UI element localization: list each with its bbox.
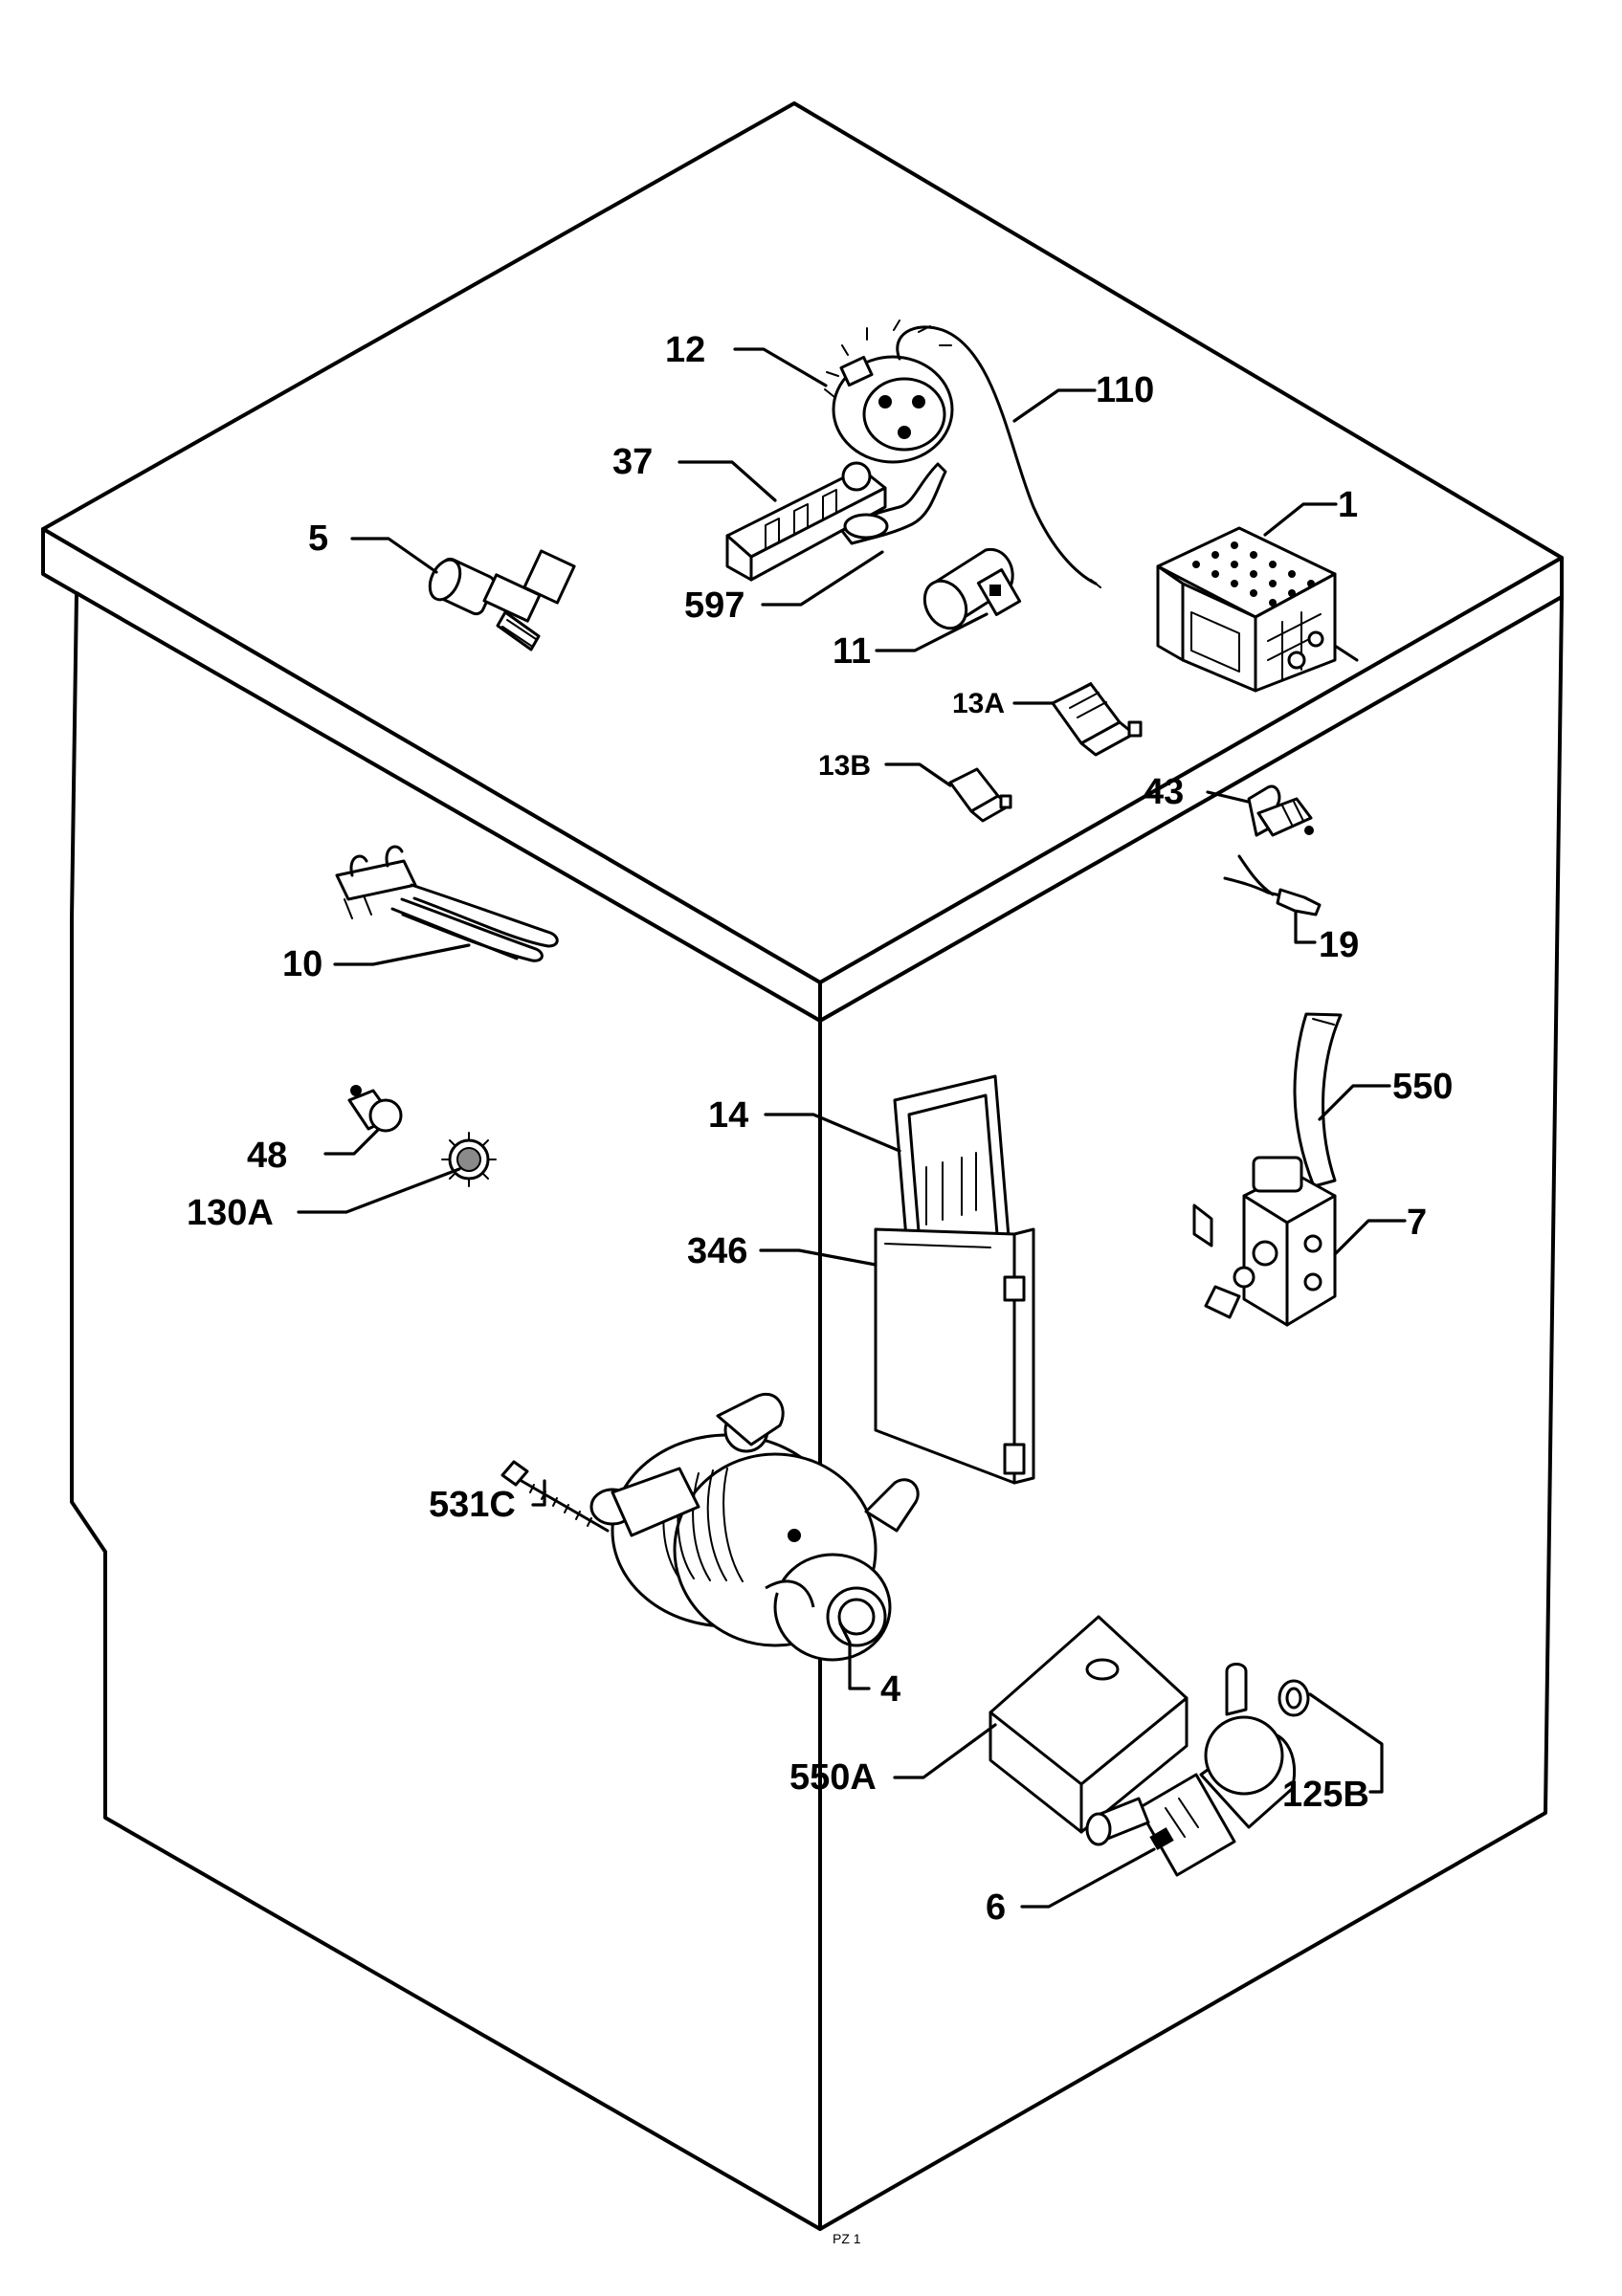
part-14-circuit-card — [893, 1074, 1011, 1274]
callout-12: 12 — [665, 330, 705, 370]
callout-11: 11 — [833, 631, 871, 672]
callout-13b: 13B — [818, 750, 871, 782]
cabinet-outline — [41, 101, 1564, 2231]
callout-550: 550 — [1392, 1067, 1453, 1107]
callout-37: 37 — [612, 442, 653, 482]
corner-mark: PZ 1 — [833, 2231, 861, 2246]
part-19-wire-probe — [1223, 854, 1322, 916]
part-531c-bolt — [500, 1460, 610, 1533]
callout-19: 19 — [1319, 925, 1359, 965]
part-5-pressure-switch — [428, 549, 576, 651]
part-550a-pad — [989, 1615, 1189, 1834]
callout-130a: 130A — [187, 1193, 274, 1233]
part-13b-connector — [948, 767, 1012, 823]
part-346-housing — [874, 1227, 1035, 1485]
callout-6: 6 — [986, 1888, 1006, 1928]
callout-1: 1 — [1338, 485, 1358, 525]
part-12-timer-gear — [824, 320, 954, 464]
callout-48: 48 — [247, 1136, 287, 1176]
part-11-capacitor — [922, 547, 1022, 630]
callout-14: 14 — [708, 1095, 748, 1136]
callout-10: 10 — [282, 944, 322, 984]
part-130a-knob — [441, 1132, 497, 1187]
part-1-programmer-module — [1156, 526, 1359, 693]
callout-125b: 125B — [1282, 1775, 1369, 1815]
part-10-heating-element — [335, 845, 559, 962]
callout-5: 5 — [308, 519, 328, 559]
callout-13a: 13A — [952, 688, 1005, 719]
part-125b-o-ring — [1278, 1679, 1310, 1717]
part-4-motor — [589, 1392, 920, 1662]
callout-43: 43 — [1144, 772, 1184, 812]
part-6-drain-pump — [1085, 1663, 1297, 1877]
part-110-cable — [896, 325, 1101, 588]
part-7-valve-block — [1192, 1156, 1337, 1327]
callout-4: 4 — [880, 1669, 900, 1710]
callout-550a: 550A — [789, 1757, 877, 1798]
part-43-door-interlock — [1247, 784, 1314, 837]
callout-110: 110 — [1096, 370, 1154, 410]
callout-labels: 12 110 37 1 5 597 11 13A 13B 43 19 10 55… — [187, 330, 1453, 2246]
part-597-bracket — [840, 462, 947, 545]
callout-531c: 531C — [429, 1485, 516, 1525]
part-13a-connector — [1051, 682, 1143, 757]
leader-lines — [297, 347, 1407, 1909]
callout-597: 597 — [684, 585, 744, 626]
callout-346: 346 — [687, 1231, 747, 1271]
part-48-indicator-lamp — [347, 1085, 403, 1133]
callout-7: 7 — [1407, 1203, 1427, 1243]
part-37-terminal-block — [725, 461, 887, 582]
